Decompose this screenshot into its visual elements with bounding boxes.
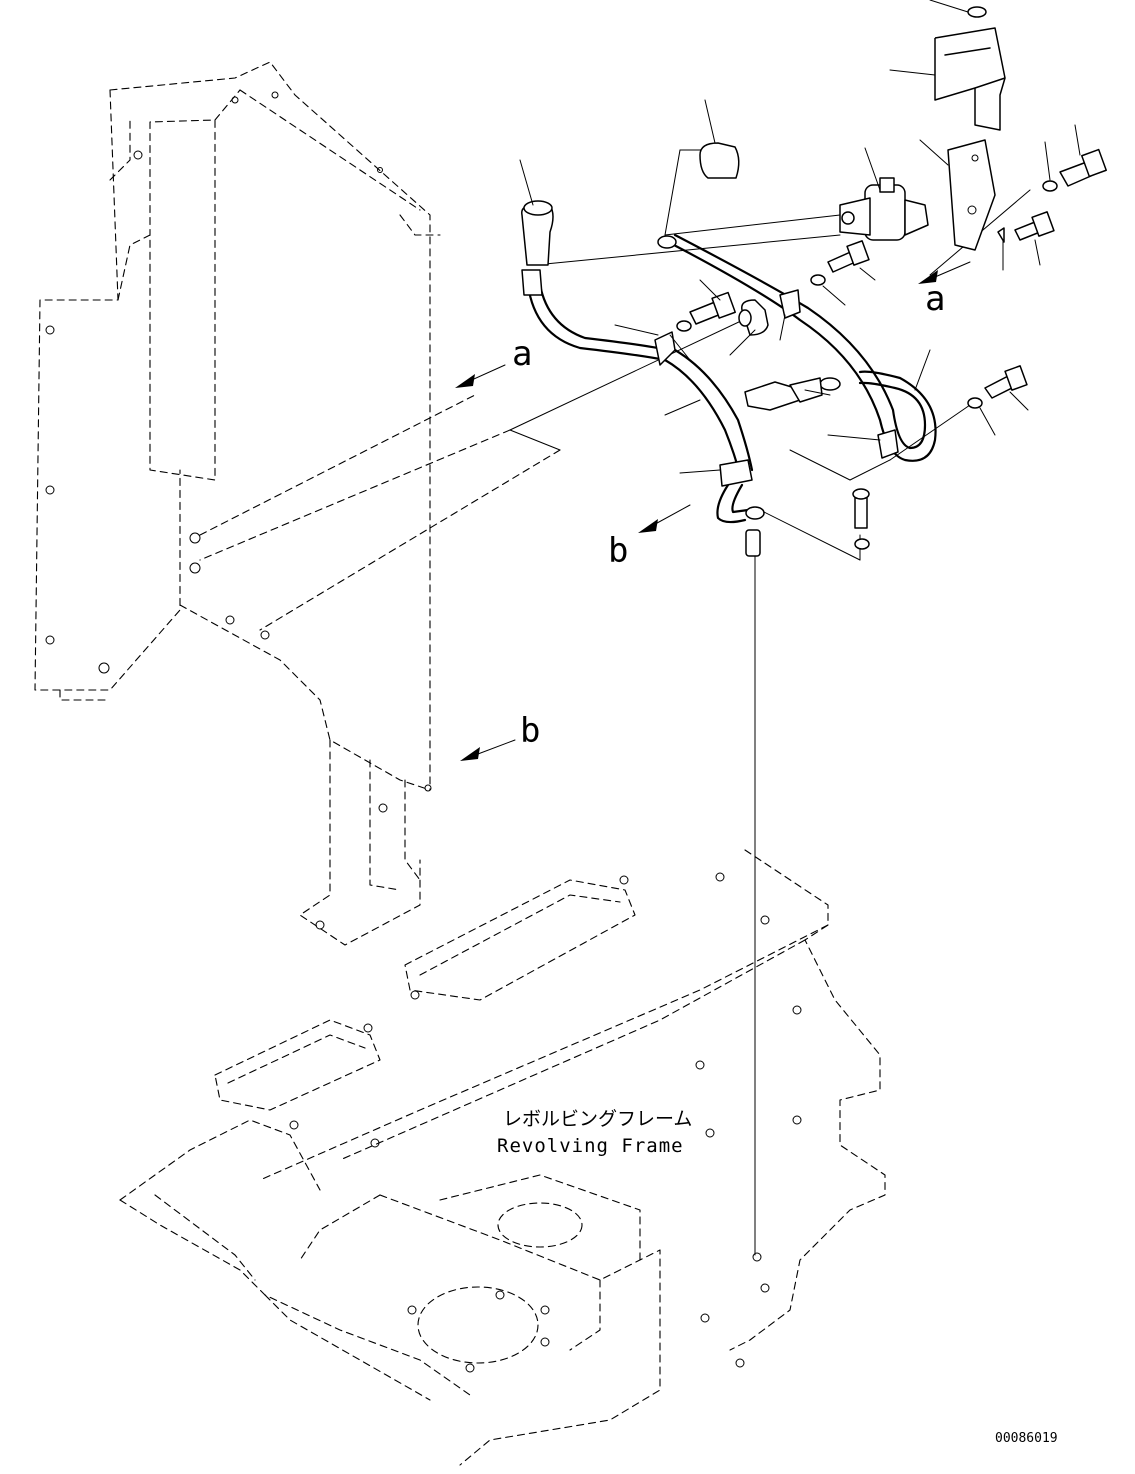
callout-a-left: a [512,334,532,374]
relay-bracket [934,6,1006,251]
callout-a-top: a [925,279,945,319]
fasteners [676,148,1107,557]
revolving-frame [119,849,886,1466]
callout-b-left: b [608,531,628,571]
upright-frame [34,61,441,946]
terminal-boot [521,200,554,266]
callout-arrows [455,261,971,761]
part-leaders [519,0,1081,474]
terminal-cap [699,142,740,179]
callout-b-low: b [520,711,540,751]
cable-assembly [521,233,937,524]
battery-relay [839,177,929,241]
assembly-lines [199,149,1031,1256]
frame-label-en: Revolving Frame [497,1135,684,1157]
drawing-number: 00086019 [995,1431,1058,1446]
frame-label-jp: レボルビングフレーム [503,1108,692,1130]
